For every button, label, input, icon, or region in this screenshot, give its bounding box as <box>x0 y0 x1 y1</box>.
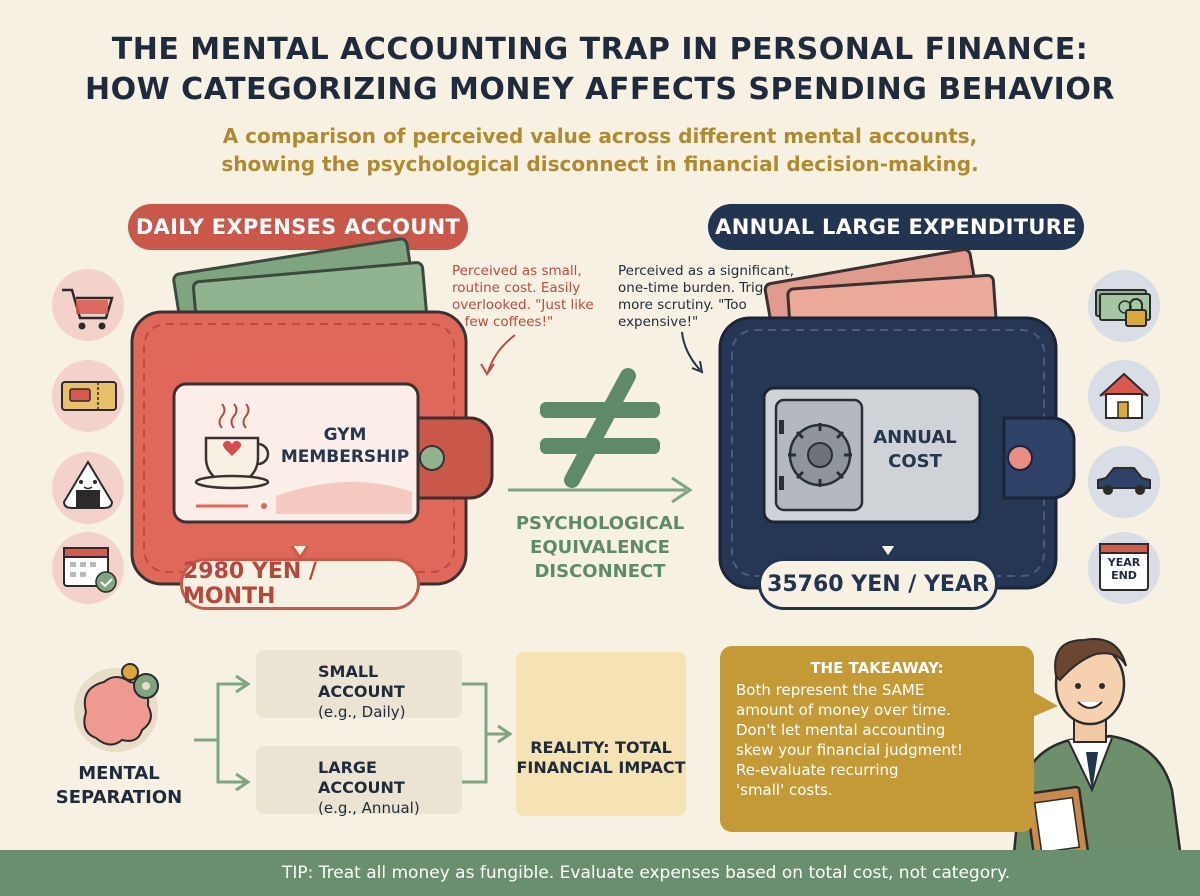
tip-footer: TIP: Treat all money as fungible. Evalua… <box>0 850 1200 896</box>
title-line-2: HOW CATEGORIZING MONEY AFFECTS SPENDING … <box>85 72 1115 107</box>
subtitle-line-2: showing the psychological disconnect in … <box>221 152 979 176</box>
takeaway-title: THE TAKEAWAY: <box>810 659 944 677</box>
large-account-title: LARGE ACCOUNT <box>318 758 405 797</box>
money-lock-icon <box>1088 270 1160 342</box>
ticket-icon <box>52 360 124 432</box>
takeaway-line: amount of money over time. <box>736 701 951 719</box>
takeaway-body: Both represent the SAME amount of money … <box>736 680 1018 800</box>
page-subtitle: A comparison of perceived value across d… <box>60 122 1140 178</box>
small-account-sub: (e.g., Daily) <box>318 703 406 721</box>
annual-amount-badge: 35760 YEN / YEAR <box>758 558 998 610</box>
flow-arrows <box>194 674 513 792</box>
takeaway-bubble: THE TAKEAWAY: Both represent the SAME am… <box>720 646 1034 832</box>
rice-ball-icon <box>52 452 124 524</box>
annual-perception-note: Perceived as a significant, one-time bur… <box>618 263 795 330</box>
gym-membership-label: GYM MEMBERSHIP <box>280 425 410 467</box>
subtitle-line-1: A comparison of perceived value across d… <box>222 124 978 148</box>
daily-account-pill: DAILY EXPENSES ACCOUNT <box>128 204 468 250</box>
daily-perception-note: Perceived as small, routine cost. Easily… <box>452 263 594 330</box>
tip-text: TIP: Treat all money as fungible. Evalua… <box>282 863 1011 883</box>
year-end-label: YEAR END <box>1107 556 1141 582</box>
takeaway-line: Don't let mental accounting <box>736 721 946 739</box>
annual-note-arrow <box>681 331 701 371</box>
daily-amount-badge: 2980 YEN / MONTH <box>180 558 420 610</box>
house-icon <box>1088 360 1160 432</box>
annual-wallet <box>718 248 1076 590</box>
page-title: THE MENTAL ACCOUNTING TRAP IN PERSONAL F… <box>30 30 1170 110</box>
small-account-box: SMALL ACCOUNT (e.g., Daily) <box>256 650 462 721</box>
mental-separation-label: MENTAL SEPARATION <box>55 763 183 808</box>
takeaway-line: Re-evaluate recurring <box>736 761 899 779</box>
takeaway-bubble-tail <box>1030 690 1058 718</box>
not-equal-icon <box>540 368 660 488</box>
daily-note-arrow <box>487 334 516 373</box>
large-account-box: LARGE ACCOUNT (e.g., Annual) <box>256 746 462 817</box>
reality-label: REALITY: TOTAL FINANCIAL IMPACT <box>516 738 686 777</box>
takeaway-line: Both represent the SAME <box>736 681 925 699</box>
takeaway-line: skew your financial judgment! <box>736 741 963 759</box>
title-line-1: THE MENTAL ACCOUNTING TRAP IN PERSONAL F… <box>111 32 1089 67</box>
shopping-cart-icon <box>52 269 124 341</box>
takeaway-line: 'small' costs. <box>736 781 833 799</box>
year-end-calendar-icon <box>1088 532 1160 604</box>
small-account-title: SMALL ACCOUNT <box>318 662 405 701</box>
large-account-sub: (e.g., Annual) <box>318 799 420 817</box>
calendar-check-icon <box>52 532 124 604</box>
brain-gears-icon <box>74 663 159 752</box>
annual-account-pill: ANNUAL LARGE EXPENDITURE <box>708 204 1084 250</box>
reality-box: REALITY: TOTAL FINANCIAL IMPACT <box>516 652 686 816</box>
disconnect-label: PSYCHOLOGICAL EQUIVALENCE DISCONNECT <box>515 513 685 582</box>
daily-wallet <box>130 237 494 586</box>
annual-cost-label: ANNUAL COST <box>873 427 957 472</box>
car-icon <box>1088 446 1160 518</box>
